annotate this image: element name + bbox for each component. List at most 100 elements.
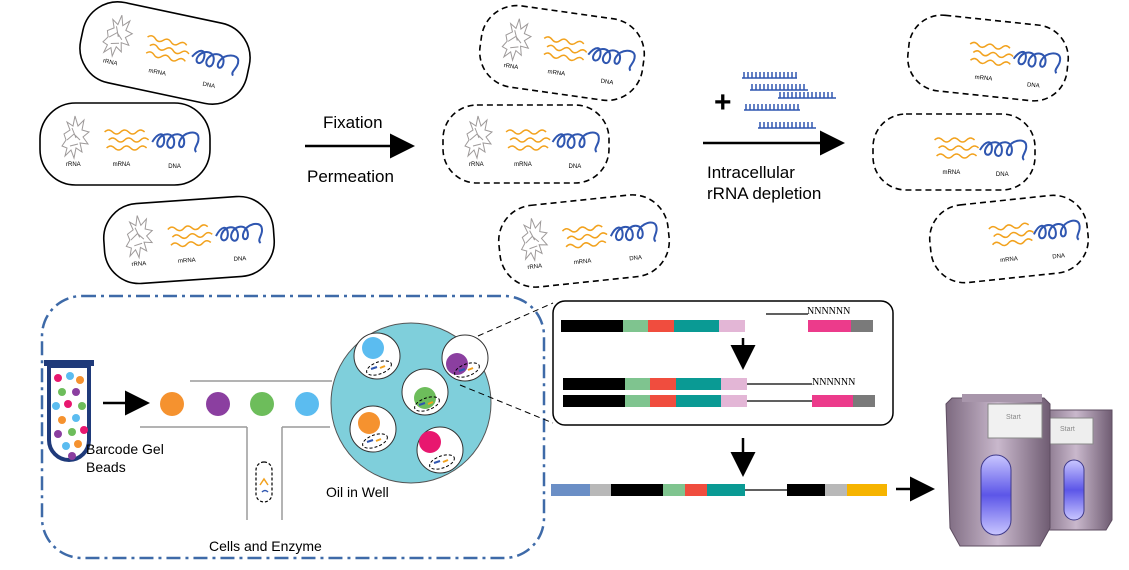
tube-bead — [76, 376, 84, 384]
channel-bead — [160, 392, 184, 416]
cell-depleted-2: mRNA DNA — [872, 113, 1036, 191]
barcode2-segment — [648, 320, 674, 332]
barcoded-oligo — [561, 320, 745, 332]
barcode-beads-label-line1: Barcode Gel — [86, 441, 164, 457]
oil-in-well-label: Oil in Well — [326, 484, 389, 500]
tube-bead — [52, 402, 60, 410]
dna-label: DNA — [996, 172, 1009, 178]
channel-bead — [250, 392, 274, 416]
cell-depleted-3: mRNA DNA — [928, 194, 1090, 284]
rrna-probe — [750, 84, 808, 91]
adapter-segment — [563, 378, 625, 390]
mrna-label: mRNA — [943, 170, 961, 176]
capture-segment — [721, 378, 747, 390]
droplet — [416, 426, 464, 474]
mrna-label: mRNA — [574, 258, 592, 266]
tube-bead — [74, 440, 82, 448]
tube-bead — [68, 428, 76, 436]
depletion-label-line2: rRNA depletion — [707, 184, 822, 203]
barcoded-oligo — [563, 378, 747, 390]
microfluidic-chip-outline — [40, 294, 546, 560]
mrna-label: mRNA — [148, 68, 167, 78]
adapter-segment — [561, 320, 623, 332]
barcode2-segment — [650, 378, 676, 390]
microfluidic-channels — [140, 380, 332, 520]
barcoded-oligo — [563, 395, 747, 407]
umi-segment — [707, 484, 745, 496]
gel-bead — [419, 431, 441, 453]
channel-cell — [255, 461, 273, 503]
cell-fixed-1: rRNA mRNA DNA — [478, 4, 646, 102]
tube-bead — [80, 426, 88, 434]
cell-live-1: rRNA mRNA DNA — [79, 1, 251, 105]
gel-bead — [358, 412, 380, 434]
adapter-segment — [611, 484, 663, 496]
fixation-label: Fixation — [323, 113, 383, 132]
droplet — [353, 332, 401, 380]
p7-segment — [847, 484, 887, 496]
polyn-label-bottom: NNNNNN — [812, 377, 856, 388]
barcode1-segment — [625, 395, 650, 407]
dna-label: DNA — [1052, 253, 1065, 260]
zoom-line-bottom — [459, 384, 554, 424]
tube-bead — [54, 430, 62, 438]
barcode2-segment — [685, 484, 707, 496]
dna-label: DNA — [202, 82, 216, 91]
plus-sign: + — [714, 86, 732, 119]
tube-bead — [72, 414, 80, 422]
droplet — [441, 334, 489, 382]
instrument-screen-text-back: Start — [1060, 426, 1075, 433]
encapsulated-cell — [366, 360, 392, 376]
channel-bead — [206, 392, 230, 416]
dna-label: DNA — [168, 164, 181, 170]
rrna-label: rRNA — [66, 162, 81, 168]
tube-bead — [58, 388, 66, 396]
adapter-segment — [563, 395, 625, 407]
instrument-screen-text-front: Start — [1006, 414, 1021, 421]
index2-segment — [825, 484, 847, 496]
cell-fixed-3: rRNA mRNA DNA — [497, 194, 671, 288]
encapsulated-cell — [414, 396, 440, 412]
template-end — [851, 320, 873, 332]
droplet — [401, 368, 449, 416]
barcode2-segment — [650, 395, 676, 407]
tube-bead — [68, 452, 76, 460]
dna-label: DNA — [600, 79, 613, 87]
dna-label: DNA — [1027, 82, 1040, 89]
cells-enzyme-label: Cells and Enzyme — [209, 538, 322, 554]
permeation-label: Permeation — [307, 167, 394, 186]
tube-bead — [64, 400, 72, 408]
template-adapter — [808, 320, 851, 332]
mrna-label: mRNA — [178, 258, 196, 265]
rrna-probe — [742, 72, 797, 79]
p5-segment — [551, 484, 590, 496]
dna-label: DNA — [629, 255, 642, 262]
rrna-label: rRNA — [102, 58, 118, 67]
zoom-line-top — [477, 302, 554, 337]
depletion-probes — [742, 72, 836, 129]
encapsulated-cell — [454, 362, 480, 378]
rrna-label: rRNA — [527, 264, 542, 272]
rrna-label: rRNA — [131, 261, 146, 268]
umi-segment — [676, 395, 721, 407]
mrna-label: mRNA — [514, 162, 532, 168]
rrna-label: rRNA — [503, 63, 518, 71]
dna-label: DNA — [569, 164, 582, 170]
capture-segment — [721, 395, 747, 407]
mrna-label: mRNA — [1000, 256, 1018, 264]
rrna-label: rRNA — [469, 162, 484, 168]
template-end — [853, 395, 875, 407]
tube-bead — [72, 388, 80, 396]
index-segment — [590, 484, 611, 496]
sequencing-instrument — [945, 394, 1113, 547]
barcode1-segment — [625, 378, 650, 390]
tube-bead — [62, 442, 70, 450]
tube-bead — [66, 372, 74, 380]
barcode-bead-tube — [44, 360, 94, 462]
channel-beads — [160, 392, 319, 416]
umi-segment — [676, 378, 721, 390]
mrna-label: mRNA — [974, 75, 992, 83]
mrna-label: mRNA — [547, 69, 565, 77]
